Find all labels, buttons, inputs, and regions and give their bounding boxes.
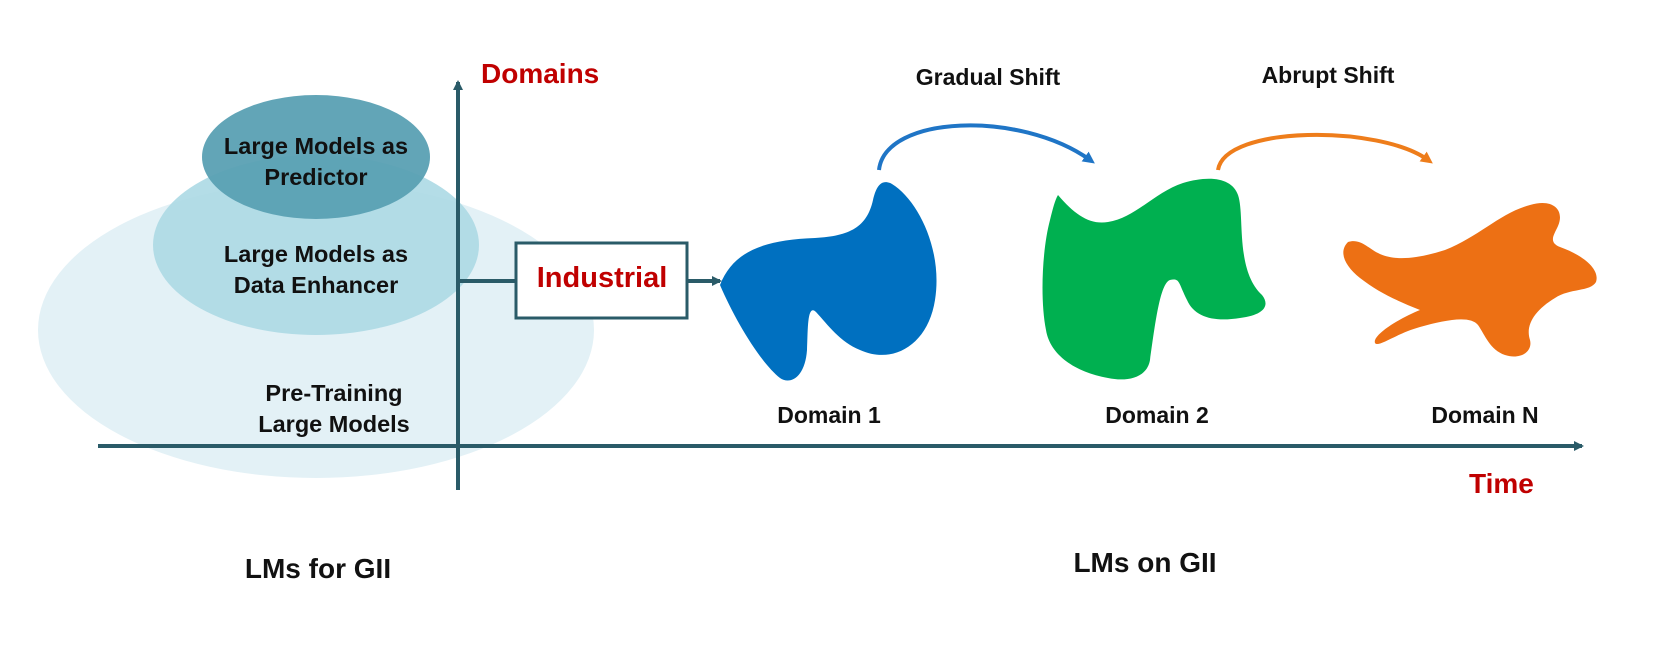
data-enhancer-label: Large Models as Data Enhancer	[224, 239, 408, 301]
domain-1-label: Domain 1	[777, 402, 881, 428]
domain-2-label: Domain 2	[1105, 402, 1209, 428]
gradual-shift-label: Gradual Shift	[915, 64, 1061, 90]
section-title-right: LMs on GII	[1073, 547, 1217, 578]
gradual-shift-arrow	[877, 123, 1095, 171]
predictor-line-2: Predictor	[264, 164, 368, 190]
data-enhancer-line-2: Data Enhancer	[233, 272, 399, 298]
ellipse-predictor	[202, 95, 430, 219]
time-axis-label: Time	[1469, 468, 1534, 499]
pretraining-label: Pre-Training Large Models	[258, 378, 409, 440]
industrial-box	[514, 241, 689, 320]
data-enhancer-line-1: Large Models as	[223, 241, 409, 267]
industrial-label: Industrial	[536, 262, 668, 294]
predictor-label: Large Models as Predictor	[224, 131, 408, 193]
domain-2-blob	[1042, 178, 1266, 380]
domain-1-blob	[720, 182, 937, 381]
pretraining-line-1: Pre-Training	[265, 380, 403, 406]
abrupt-shift-arrow	[1216, 132, 1433, 171]
domains-axis-label: Domains	[481, 58, 600, 89]
abrupt-shift-label: Abrupt Shift	[1261, 62, 1395, 88]
predictor-line-1: Large Models as	[223, 133, 409, 159]
section-title-left: LMs for GII	[244, 553, 392, 584]
pretraining-line-2: Large Models	[258, 411, 410, 437]
domain-n-blob	[1343, 202, 1597, 357]
domain-n-label: Domain N	[1431, 402, 1539, 428]
